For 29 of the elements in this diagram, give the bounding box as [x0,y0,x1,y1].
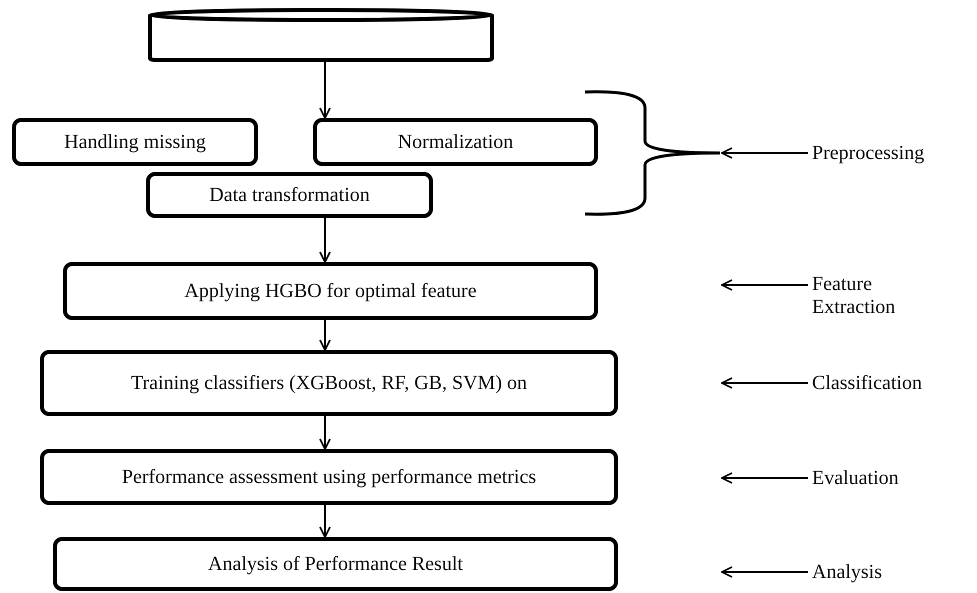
process-box [40,449,618,505]
step-text: Data transformation [209,184,370,206]
step-text: Performance assessment using performance metrics [122,466,536,488]
step-text: Training classifiers (XGBoost, RF, GB, SVM) on [130,372,527,394]
process-box [12,118,258,166]
process-box [313,118,598,166]
arrow [721,377,808,389]
stage-label: Classification [812,372,922,394]
step-text: Applying HGBO for optimal feature [184,280,477,302]
arrow [319,62,331,119]
arrow [319,320,331,351]
arrow [721,472,808,484]
process-box [146,172,433,218]
process-box [40,350,618,416]
step-text: Handling missing [64,130,206,154]
arrow [319,416,331,450]
stage-label: Preprocessing [812,142,924,164]
stage-label: Feature Extraction [812,273,896,319]
step-text: Normalization [398,130,514,154]
arrow [721,566,808,578]
stage-label: Evaluation [812,466,899,490]
arrow [319,505,331,538]
arrow [721,147,808,159]
step-text: Analysis of Performance Result [208,552,463,576]
arrow [721,279,808,291]
process-box [63,262,598,320]
process-box [53,537,618,591]
arrow [319,218,331,263]
stage-label: Analysis [812,560,882,584]
